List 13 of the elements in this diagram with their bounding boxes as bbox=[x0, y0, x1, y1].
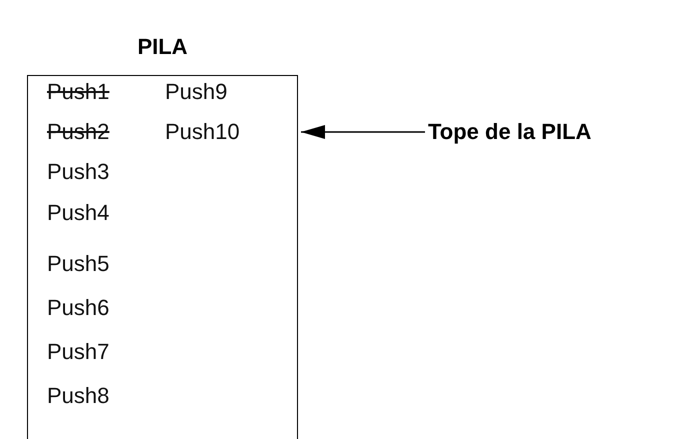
stack-entry: Push5 bbox=[47, 251, 110, 277]
crossed-out-entry: Push2 bbox=[47, 119, 110, 145]
stack-entry: Push7 bbox=[47, 339, 110, 365]
stack-entry: Push4 bbox=[47, 200, 110, 226]
stack-entry: Push6 bbox=[47, 295, 110, 321]
stack-entry: Push8 bbox=[47, 383, 110, 409]
stack-title: PILA bbox=[136, 33, 189, 61]
stack-entry: Push3 bbox=[47, 159, 110, 185]
stack-entry: Push9 bbox=[165, 79, 228, 105]
pointer-label: Tope de la PILA bbox=[428, 118, 592, 146]
arrow bbox=[301, 125, 425, 139]
crossed-out-entry: Push1 bbox=[47, 79, 110, 105]
stack-entry: Push10 bbox=[165, 119, 240, 145]
